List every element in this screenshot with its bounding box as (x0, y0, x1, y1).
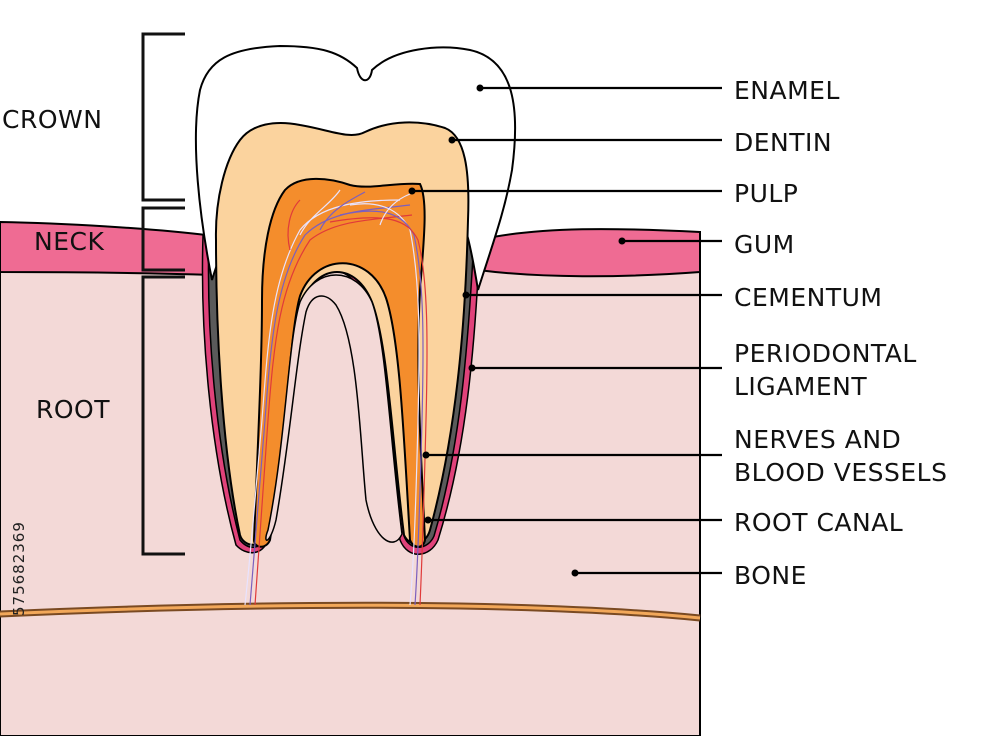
root-label: ROOT (36, 395, 110, 424)
neck-label: NECK (34, 227, 104, 256)
interradicular-bone (265, 274, 403, 543)
leader-lines (408, 84, 722, 577)
neck-bracket (141, 206, 185, 272)
root-canal-label: ROOT CANAL (734, 508, 903, 537)
periodontal-label-line1: PERIODONTAL (734, 339, 917, 368)
stock-id-watermark: 575682369 (10, 521, 28, 616)
pulp-label: PULP (734, 179, 798, 208)
root-bracket (141, 275, 185, 556)
gum-label: GUM (734, 230, 795, 259)
pulp-shape (252, 177, 427, 548)
nerves-label-line1: NERVES AND (734, 425, 901, 454)
bone-label: BONE (734, 561, 807, 590)
nerves-label-line2: BLOOD VESSELS (734, 458, 947, 487)
enamel-label: ENAMEL (734, 76, 840, 105)
periodontal-label-line2: LIGAMENT (734, 372, 867, 401)
nerves-and-vessels (244, 189, 428, 606)
dentin-label: DENTIN (734, 128, 832, 157)
gum-tissue (0, 220, 215, 277)
mandibular-canal-inner (0, 603, 701, 620)
crown-label: CROWN (2, 105, 102, 134)
gum-tissue-right (477, 228, 701, 278)
crown-bracket (141, 32, 185, 202)
cementum-label: CEMENTUM (734, 283, 882, 312)
